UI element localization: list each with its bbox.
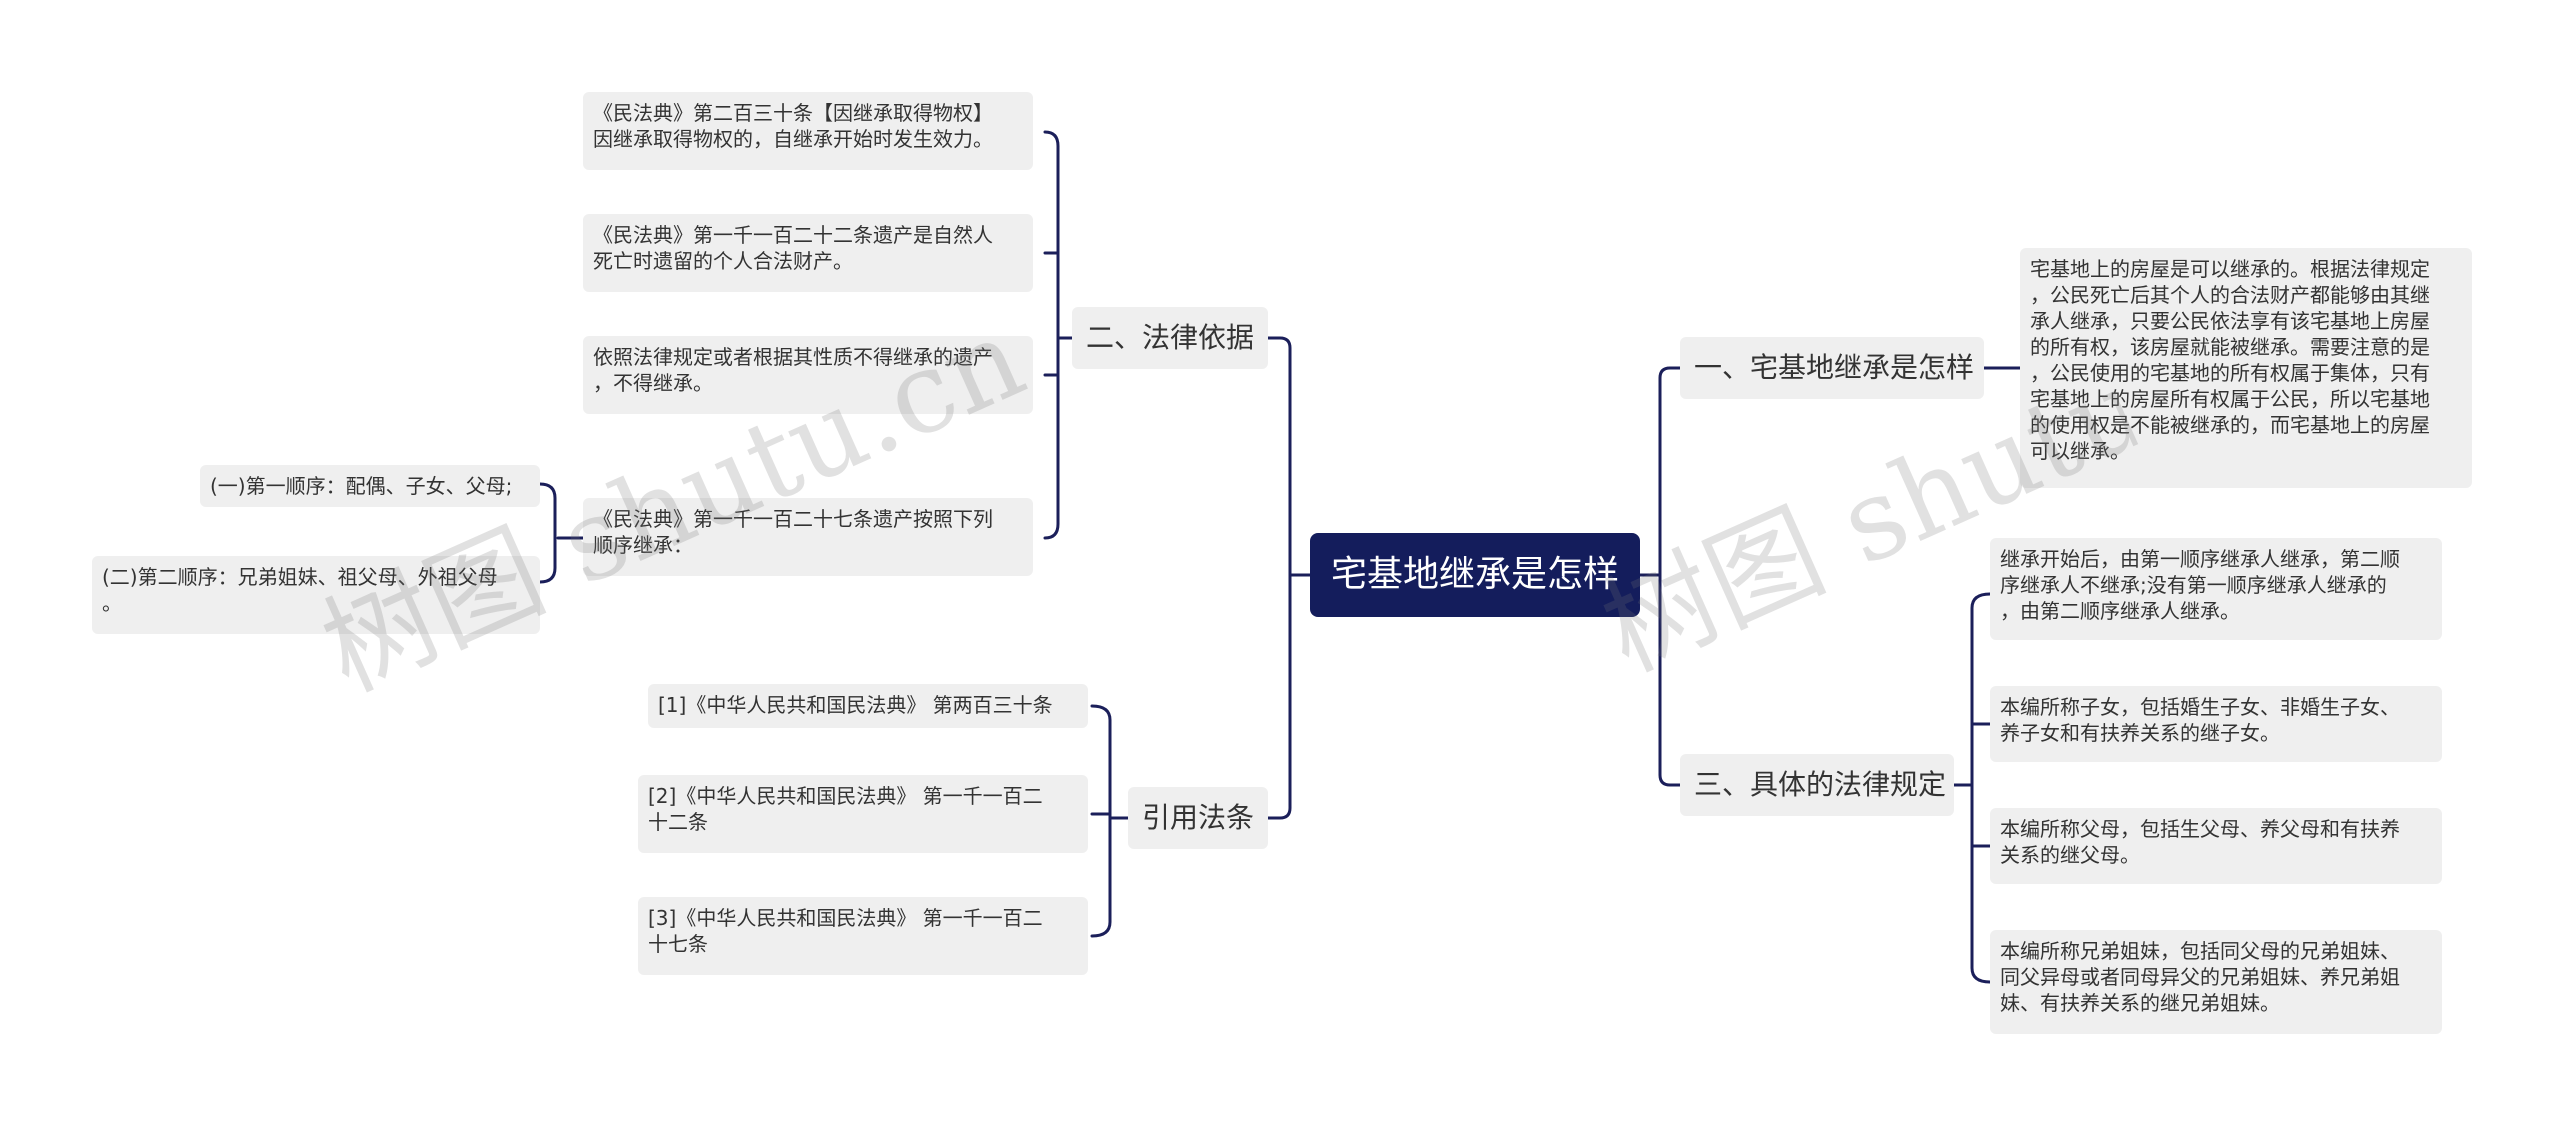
law-basis-item-1[interactable]: 《民法典》第二百三十条【因继承取得物权】 因继承取得物权的，自继承开始时发生效力… xyxy=(583,92,1033,170)
specific-rule-item-3[interactable]: 本编所称父母，包括生父母、养父母和有扶养 关系的继父母。 xyxy=(1990,808,2442,884)
citation-item-2[interactable]: [2]《中华人民共和国民法典》 第一千一百二 十二条 xyxy=(638,775,1088,853)
can-inherit-detail[interactable]: 宅基地上的房屋是可以继承的。根据法律规定 ，公民死亡后其个人的合法财产都能够由其… xyxy=(2020,248,2472,488)
citation-item-3[interactable]: [3]《中华人民共和国民法典》 第一千一百二 十七条 xyxy=(638,897,1088,975)
specific-rule-item-4[interactable]: 本编所称兄弟姐妹，包括同父母的兄弟姐妹、 同父异母或者同母异父的兄弟姐妹、养兄弟… xyxy=(1990,930,2442,1034)
specific-rule-item-2[interactable]: 本编所称子女，包括婚生子女、非婚生子女、 养子女和有扶养关系的继子女。 xyxy=(1990,686,2442,762)
inheritance-order-first[interactable]: (一)第一顺序：配偶、子女、父母; xyxy=(200,465,540,507)
law-basis-item-4[interactable]: 《民法典》第一千一百二十七条遗产按照下列 顺序继承： xyxy=(583,498,1033,576)
topic-can-inherit[interactable]: 一、宅基地继承是怎样 xyxy=(1680,337,1984,399)
inheritance-order-second[interactable]: (二)第二顺序：兄弟姐妹、祖父母、外祖父母 。 xyxy=(92,556,540,634)
citation-item-1[interactable]: [1]《中华人民共和国民法典》 第两百三十条 xyxy=(648,684,1088,728)
connector-center-specific-rules xyxy=(1638,573,1682,787)
central-topic[interactable]: 宅基地继承是怎样 xyxy=(1310,533,1640,617)
topic-law-basis[interactable]: 二、法律依据 xyxy=(1072,307,1268,369)
topic-specific-rules[interactable]: 三、具体的法律规定 xyxy=(1680,754,1954,816)
law-basis-item-3[interactable]: 依照法律规定或者根据其性质不得继承的遗产 ，不得继承。 xyxy=(583,336,1033,414)
law-basis-item-2[interactable]: 《民法典》第一千一百二十二条遗产是自然人 死亡时遗留的个人合法财产。 xyxy=(583,214,1033,292)
connector-center-citations xyxy=(1266,573,1312,820)
connector-center-law-basis xyxy=(1266,336,1312,577)
connector-citations-items xyxy=(1090,704,1130,938)
connector-order-items xyxy=(538,482,585,584)
specific-rule-item-1[interactable]: 继承开始后，由第一顺序继承人继承，第二顺 序继承人不继承;没有第一顺序继承人继承… xyxy=(1990,538,2442,640)
topic-citations[interactable]: 引用法条 xyxy=(1128,787,1268,849)
connector-law-basis-items xyxy=(1043,130,1074,540)
connector-center-can-inherit xyxy=(1638,366,1682,577)
connector-specific-rules-items xyxy=(1952,592,1992,984)
